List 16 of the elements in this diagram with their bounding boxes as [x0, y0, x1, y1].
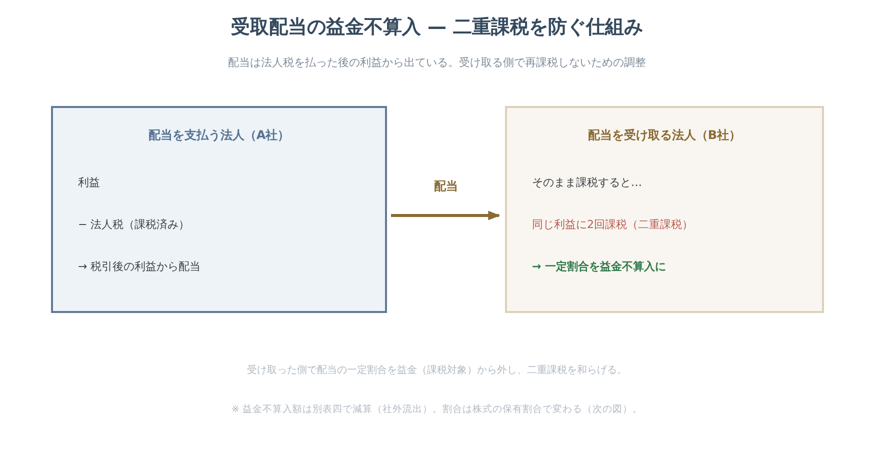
box-text: 同じ利益に2回課税（二重課税）	[532, 218, 693, 232]
box-text: → 税引後の利益から配当	[78, 260, 201, 274]
company-box	[51, 106, 387, 313]
box-heading: 配当を受け取る法人（B社）	[588, 128, 742, 142]
subtitle: 配当は法人税を払った後の利益から出ている。受け取る側で再課税しないための調整	[228, 55, 646, 71]
arrow	[391, 210, 500, 220]
box-text: 利益	[78, 176, 100, 190]
note-text: 受け取った側で配当の一定割合を益金（課税対象）から外し、二重課税を和らげる。	[247, 364, 627, 378]
edge-label: 配当	[434, 178, 458, 194]
box-text: そのまま課税すると…	[532, 176, 642, 190]
box-text: − 法人税（課税済み）	[78, 218, 190, 232]
diagram-title: 受取配当の益金不算入 — 二重課税を防ぐ仕組み	[230, 15, 644, 40]
box-text: → 一定割合を益金不算入に	[532, 260, 666, 274]
box-heading: 配当を支払う法人（A社）	[148, 128, 290, 142]
company-box	[505, 106, 824, 313]
footnote-text: ※ 益金不算入額は別表四で減算（社外流出）。割合は株式の保有割合で変わる（次の図）。	[232, 403, 642, 417]
